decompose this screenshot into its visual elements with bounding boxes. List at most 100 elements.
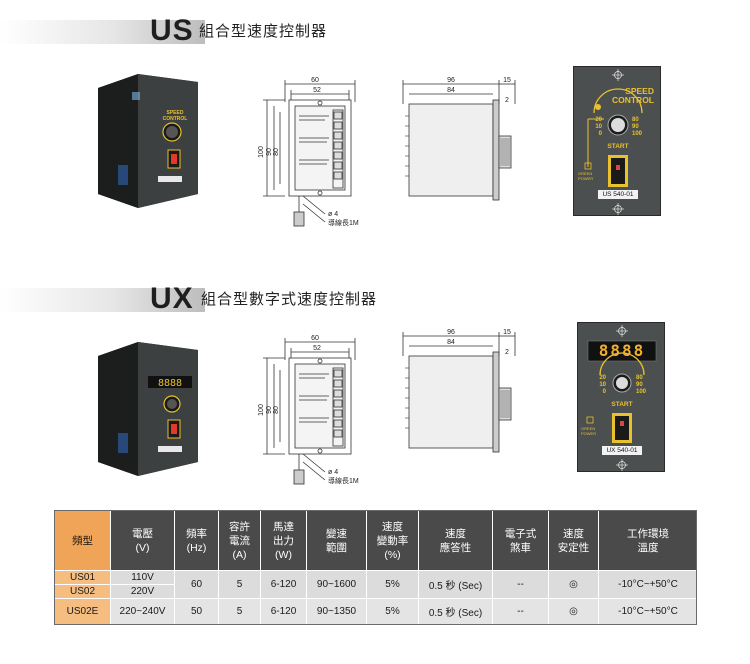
- cell-model: US02E: [54, 598, 111, 625]
- table-row: US02 220V: [54, 584, 698, 599]
- ux-dial-left: 20 10 0: [594, 375, 606, 396]
- panel-control-label: CONTROL: [611, 95, 654, 105]
- spec-table: 頻型 電壓(V) 頻率(Hz) 容許電流(A) 馬達出力(W) 變速範圍 速度變…: [54, 510, 698, 625]
- ux-product-photo: 8888: [98, 342, 198, 476]
- dim-h80: 80: [273, 406, 280, 414]
- ux-start-label: START: [611, 401, 633, 408]
- us-dial-left: 20 10 0: [590, 117, 602, 138]
- cell-model: US01: [54, 570, 111, 585]
- dim-side-knob: 15: [503, 77, 511, 84]
- ux-panel-graphics: [586, 325, 657, 471]
- dim-side-inner: 84: [447, 339, 455, 346]
- header-voltage: 電壓(V): [110, 510, 175, 571]
- us-front-panel: SPEED CONTROL 20 10 0 80 90 100 START GR…: [573, 66, 661, 216]
- dial-right-90: 90: [632, 124, 639, 130]
- us-side-drawing: 96 84 15 2: [402, 77, 516, 201]
- cell-stability: ◎: [548, 570, 599, 599]
- dim-side-gap: 2: [505, 349, 509, 356]
- dim-front-inner: 52: [313, 87, 321, 94]
- header-current: 容許電流(A): [218, 510, 261, 571]
- cell-frequency: 50: [174, 598, 219, 625]
- dial-right-80: 80: [632, 117, 639, 123]
- spec-table-wrapper: 頻型 電壓(V) 頻率(Hz) 容許電流(A) 馬達出力(W) 變速範圍 速度變…: [54, 510, 698, 625]
- cell-frequency: 60: [174, 570, 219, 599]
- dim-front-width: 60: [311, 77, 319, 84]
- dial-right-90: 90: [636, 382, 643, 388]
- table-row: US01 110V 60 5 6-120 90~1600 5% 0.5 秒 (S…: [54, 570, 698, 599]
- ux-side-drawing: 96 84 15 2: [402, 329, 516, 453]
- dim-h90: 90: [266, 148, 273, 156]
- dial-left-10: 10: [595, 124, 602, 130]
- cell-response: 0.5 秒 (Sec): [418, 570, 493, 599]
- dim-h100: 100: [258, 146, 265, 158]
- us-panel-graphics: [584, 69, 643, 215]
- header-rate: 速度變動率(%): [366, 510, 419, 571]
- dial-left-10: 10: [599, 382, 606, 388]
- cell-range: 90~1600: [306, 570, 367, 599]
- cell-current: 5: [218, 598, 261, 625]
- cell-voltage: 220~240V: [110, 598, 175, 625]
- cell-temperature: -10°C~+50°C: [598, 598, 698, 625]
- dim-front-inner: 52: [313, 345, 321, 352]
- cell-rate: 5%: [366, 570, 419, 599]
- photo-speed-label: SPEED: [166, 110, 184, 116]
- section-title-us: 組合型速度控制器: [199, 23, 328, 40]
- cell-temperature: -10°C~+50°C: [598, 570, 698, 599]
- dial-right-100: 100: [636, 389, 647, 395]
- us-front-drawing: 60 52 100 90 80 ø 4 導線長1M: [258, 77, 359, 227]
- ux-front-panel: 8888 20 10 0 80 90 100 START GREEN POWER…: [577, 322, 665, 472]
- ux-digital-display: 8888: [598, 341, 646, 360]
- power-label-2: POWER: [581, 431, 597, 436]
- photo-digits: 8888: [158, 378, 182, 389]
- us-dial-right: 80 90 100: [632, 117, 642, 138]
- cell-power: 6-120: [260, 598, 307, 625]
- cell-rate: 5%: [366, 598, 419, 625]
- header-temperature: 工作環境溫度: [598, 510, 698, 571]
- ux-power-label: GREEN POWER: [581, 426, 596, 436]
- cell-stability: ◎: [548, 598, 599, 625]
- dim-hole: ø 4: [328, 211, 338, 218]
- cell-current: 5: [218, 570, 261, 599]
- us-photo-label: SPEED CONTROL: [160, 110, 190, 122]
- cell-voltage: 110V: [110, 570, 175, 585]
- ux-section-header: UX 組合型數字式速度控制器: [0, 282, 470, 316]
- cell-power: 6-120: [260, 570, 307, 599]
- section-code-ux: UX: [150, 282, 194, 315]
- header-frequency: 頻率(Hz): [174, 510, 219, 571]
- dim-h100: 100: [258, 404, 265, 416]
- ux-front-drawing: 60 52 100 90 80 ø 4 導線長1M: [258, 335, 359, 485]
- dial-right-100: 100: [632, 131, 643, 137]
- dim-side-knob: 15: [503, 329, 511, 336]
- power-label-2: POWER: [578, 176, 594, 181]
- cell-voltage: 220V: [110, 584, 175, 599]
- ux-model-tag: UX 540-01: [602, 446, 642, 455]
- cell-response: 0.5 秒 (Sec): [418, 598, 493, 625]
- us-start-label: START: [607, 143, 629, 150]
- dial-left-0: 0: [598, 131, 602, 137]
- dim-side-width: 96: [447, 77, 455, 84]
- table-header-row: 頻型 電壓(V) 頻率(Hz) 容許電流(A) 馬達出力(W) 變速範圍 速度變…: [54, 510, 698, 571]
- us-model-tag: US 540-01: [598, 190, 638, 199]
- panel-speed-label: SPEED: [625, 86, 654, 96]
- header-power: 馬達出力(W): [260, 510, 307, 571]
- us-product-photo: [98, 74, 198, 208]
- header-gradient-band: [0, 20, 205, 44]
- dim-hole: ø 4: [328, 469, 338, 476]
- dial-left-0: 0: [602, 389, 606, 395]
- section-title-ux: 組合型數字式速度控制器: [201, 291, 378, 308]
- dim-h80: 80: [273, 148, 280, 156]
- header-range: 變速範圍: [306, 510, 367, 571]
- dim-front-width: 60: [311, 335, 319, 342]
- us-section-header: US 組合型速度控制器: [0, 14, 470, 48]
- photo-control-label: CONTROL: [162, 116, 188, 122]
- dim-side-inner: 84: [447, 87, 455, 94]
- us-power-label: GREEN POWER: [578, 171, 593, 181]
- section-code-us: US: [150, 14, 194, 47]
- power-label-1: GREEN: [581, 426, 596, 431]
- dim-side-width: 96: [447, 329, 455, 336]
- dim-side-gap: 2: [505, 97, 509, 104]
- header-stability: 速度安定性: [548, 510, 599, 571]
- cell-model: US02: [54, 584, 111, 599]
- header-response: 速度應答性: [418, 510, 493, 571]
- us-panel-title: SPEED CONTROL: [612, 87, 654, 105]
